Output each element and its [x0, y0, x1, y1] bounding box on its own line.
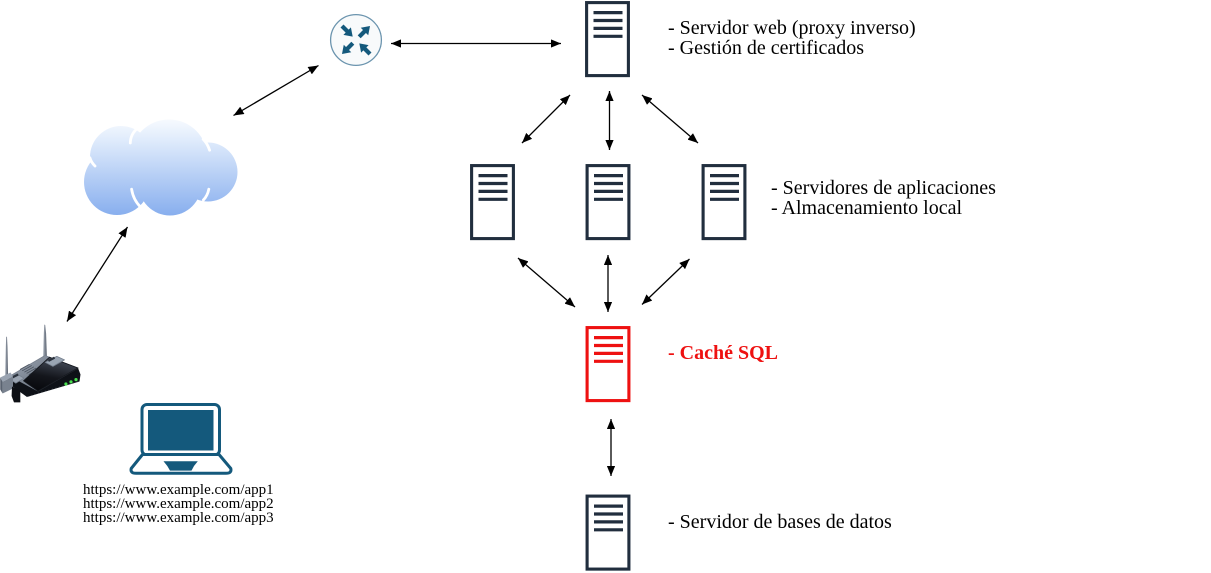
server-icon-web[interactable]: [585, 1, 630, 78]
wireless-router-icon[interactable]: [0, 324, 81, 403]
web-server-label-line1: - Servidor web (proxy inverso): [668, 17, 916, 39]
edge-web-app3: [641, 94, 699, 144]
server-icon-app2[interactable]: [585, 164, 631, 241]
edge-app3-cache: [641, 258, 690, 305]
connection-arrows: [66, 39, 699, 477]
sql-cache-label-line1: - Caché SQL: [668, 341, 778, 364]
web-server-label-line2: - Gestión de certificados: [668, 37, 865, 59]
app-servers-label-line2: - Almacenamiento local: [771, 197, 963, 219]
server-icon-cache[interactable]: [585, 326, 631, 403]
db-server-label: - Servidor de bases de datos: [668, 512, 892, 532]
edge-cloud-router: [233, 64, 319, 117]
sql-cache-label: - Caché SQL: [668, 343, 778, 363]
laptop-icon[interactable]: [129, 403, 233, 475]
app-servers-label: - Servidores de aplicaciones - Almacenam…: [771, 178, 996, 218]
app-servers-label-line1: - Servidores de aplicaciones: [771, 177, 996, 199]
edge-web-app1: [521, 94, 571, 144]
client-url-2: https://www.example.com/app2: [83, 496, 274, 513]
server-icon-app1[interactable]: [470, 164, 515, 241]
edge-cloud-accesspoint: [66, 226, 129, 322]
web-server-label: - Servidor web (proxy inverso) - Gestión…: [668, 18, 916, 58]
cloud-icon[interactable]: [84, 119, 238, 216]
client-url-3: https://www.example.com/app3: [83, 510, 274, 527]
router-icon[interactable]: [329, 13, 383, 67]
client-urls: https://www.example.com/app1 https://www…: [83, 482, 274, 527]
edge-app1-cache: [517, 257, 576, 308]
server-icon-app3[interactable]: [701, 164, 747, 241]
db-server-label-line1: - Servidor de bases de datos: [668, 511, 892, 533]
server-icon-db[interactable]: [585, 494, 631, 571]
client-url-1: https://www.example.com/app1: [83, 482, 274, 498]
